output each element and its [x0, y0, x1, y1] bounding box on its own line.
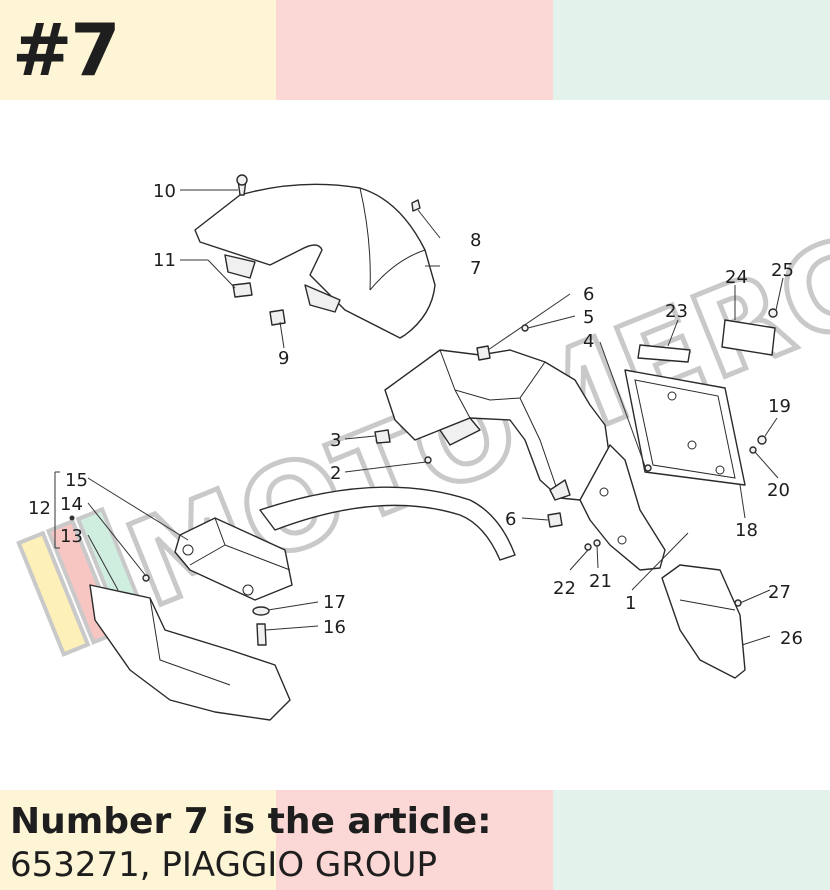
callout-20: 20 — [767, 480, 790, 501]
callout-16: 16 — [323, 617, 346, 638]
callout-7: 7 — [470, 258, 481, 279]
part-6-clip-upper — [476, 345, 491, 361]
callout-5: 5 — [583, 307, 594, 328]
part-25-screw — [768, 308, 778, 318]
part-24-reflector — [721, 319, 776, 356]
callout-8: 8 — [470, 230, 481, 251]
band-pink — [276, 790, 553, 890]
callout-22: 22 — [553, 578, 576, 599]
callout-1: 1 — [625, 593, 636, 614]
callout-6-upper: 6 — [583, 284, 594, 305]
callout-12: 12 — [28, 498, 51, 519]
part-13-splash-flap — [89, 584, 291, 721]
part-number-badge: #7 — [12, 8, 120, 92]
callout-14: 14 — [60, 494, 83, 515]
callout-4: 4 — [583, 331, 594, 352]
part-8-screw — [411, 199, 421, 212]
callout-10: 10 — [153, 181, 176, 202]
callout-13: 13 — [60, 526, 83, 547]
part-16-bolt — [256, 623, 267, 646]
callout-19: 19 — [768, 396, 791, 417]
bottom-color-band — [0, 790, 830, 890]
part-11-clip — [232, 282, 253, 298]
caption-article-number: 653271, PIAGGIO GROUP — [10, 845, 438, 885]
callout-9: 9 — [278, 348, 289, 369]
callout-2: 2 — [330, 463, 341, 484]
callout-26: 26 — [780, 628, 803, 649]
part-19-screw — [757, 435, 767, 445]
part-22-nut — [584, 543, 592, 551]
part-4-screw — [644, 464, 652, 472]
callout-27: 27 — [768, 582, 791, 603]
band-yellow — [0, 790, 276, 890]
part-3-clip — [374, 429, 391, 444]
part-6-clip-lower — [547, 512, 563, 528]
part-15-mudguard-arm — [174, 486, 516, 601]
part-14-screw — [142, 574, 150, 582]
caption-heading: Number 7 is the article: — [10, 801, 492, 842]
callout-18: 18 — [735, 520, 758, 541]
callout-17: 17 — [323, 592, 346, 613]
part-26-lower-flap — [661, 564, 746, 679]
part-7-rear-cowl — [194, 183, 436, 339]
part-21-washer — [593, 539, 601, 547]
leader-lines — [54, 189, 784, 646]
part-2-screw — [424, 456, 432, 464]
callout-23: 23 — [665, 301, 688, 322]
callout-15: 15 — [65, 470, 88, 491]
band-yellow — [0, 0, 276, 100]
callout-24: 24 — [725, 267, 748, 288]
band-mint — [553, 0, 830, 100]
part-17-washer — [252, 606, 270, 616]
callout-labels: 10 11 8 7 9 6 5 4 23 24 25 3 2 6 19 20 1… — [28, 181, 803, 649]
callout-11: 11 — [153, 250, 176, 271]
band-pink — [276, 0, 553, 100]
article-caption: Number 7 is the article: 653271, PIAGGIO… — [10, 800, 492, 886]
callout-21: 21 — [589, 571, 612, 592]
exploded-parts-diagram: MOTOMERCIA — [16, 156, 830, 721]
part-9-clip — [269, 309, 286, 326]
band-mint — [553, 790, 830, 890]
part-10-screw-head — [236, 174, 248, 186]
callout-25: 25 — [771, 260, 794, 281]
part-20-washer — [749, 446, 757, 454]
top-color-band — [0, 0, 830, 100]
part-4-plate-holder — [384, 349, 611, 501]
watermark-stripe-yellow — [16, 530, 91, 657]
callout-6-lower: 6 — [505, 509, 516, 530]
callout-3: 3 — [330, 430, 341, 451]
part-23-strip — [637, 344, 691, 363]
part-18-plate-frame — [624, 369, 746, 486]
